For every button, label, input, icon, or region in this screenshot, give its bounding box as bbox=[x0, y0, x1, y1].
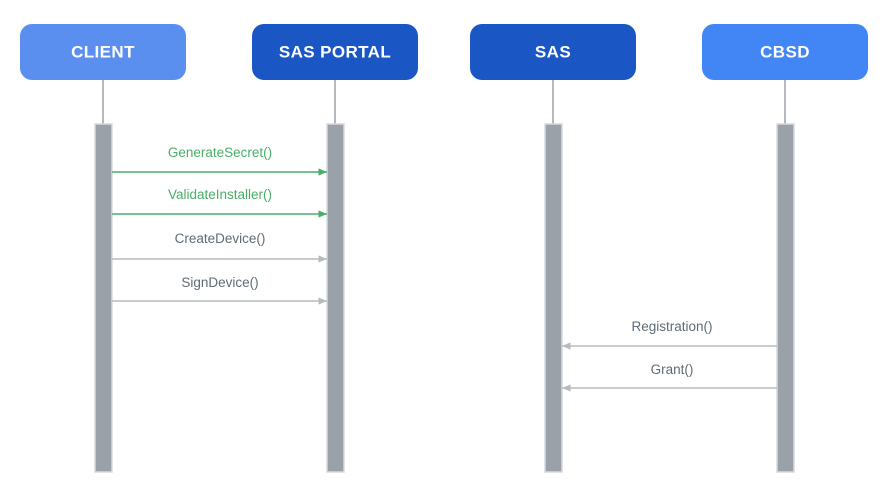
activation-bar-cbsd bbox=[776, 123, 795, 473]
message-create-device: CreateDevice() bbox=[112, 231, 327, 263]
actor-label-sas: SAS bbox=[535, 42, 571, 61]
activation-bar-client bbox=[94, 123, 113, 473]
message-label-create-device: CreateDevice() bbox=[175, 231, 266, 246]
message-label-sign-device: SignDevice() bbox=[181, 275, 258, 290]
actors-layer: CLIENT SAS PORTAL SAS CBSD bbox=[20, 24, 868, 80]
actor-label-cbsd: CBSD bbox=[760, 42, 810, 61]
actor-box-client[interactable] bbox=[20, 24, 186, 80]
actor-box-sas[interactable] bbox=[470, 24, 636, 80]
actor-label-client: CLIENT bbox=[71, 42, 135, 61]
message-registration: Registration() bbox=[562, 319, 777, 350]
actor-sas-portal[interactable]: SAS PORTAL bbox=[252, 24, 418, 80]
actor-label-sas-portal: SAS PORTAL bbox=[279, 42, 391, 61]
message-sign-device: SignDevice() bbox=[112, 275, 327, 305]
actor-cbsd[interactable]: CBSD bbox=[702, 24, 868, 80]
actor-sas[interactable]: SAS bbox=[470, 24, 636, 80]
message-label-registration: Registration() bbox=[631, 319, 712, 334]
messages-layer: GenerateSecret() ValidateInstaller() Creat… bbox=[112, 145, 777, 392]
message-generate-secret: GenerateSecret() bbox=[112, 145, 327, 176]
message-label-validate-installer: ValidateInstaller() bbox=[168, 187, 272, 202]
lifelines-layer bbox=[94, 80, 795, 473]
message-label-generate-secret: GenerateSecret() bbox=[168, 145, 272, 160]
activation-bar-sas bbox=[544, 123, 563, 473]
activation-bar-sas-portal bbox=[326, 123, 345, 473]
message-validate-installer: ValidateInstaller() bbox=[112, 187, 327, 218]
actor-box-sas-portal[interactable] bbox=[252, 24, 418, 80]
actor-box-cbsd[interactable] bbox=[702, 24, 868, 80]
message-grant: Grant() bbox=[562, 362, 777, 392]
message-label-grant: Grant() bbox=[651, 362, 694, 377]
actor-client[interactable]: CLIENT bbox=[20, 24, 186, 80]
